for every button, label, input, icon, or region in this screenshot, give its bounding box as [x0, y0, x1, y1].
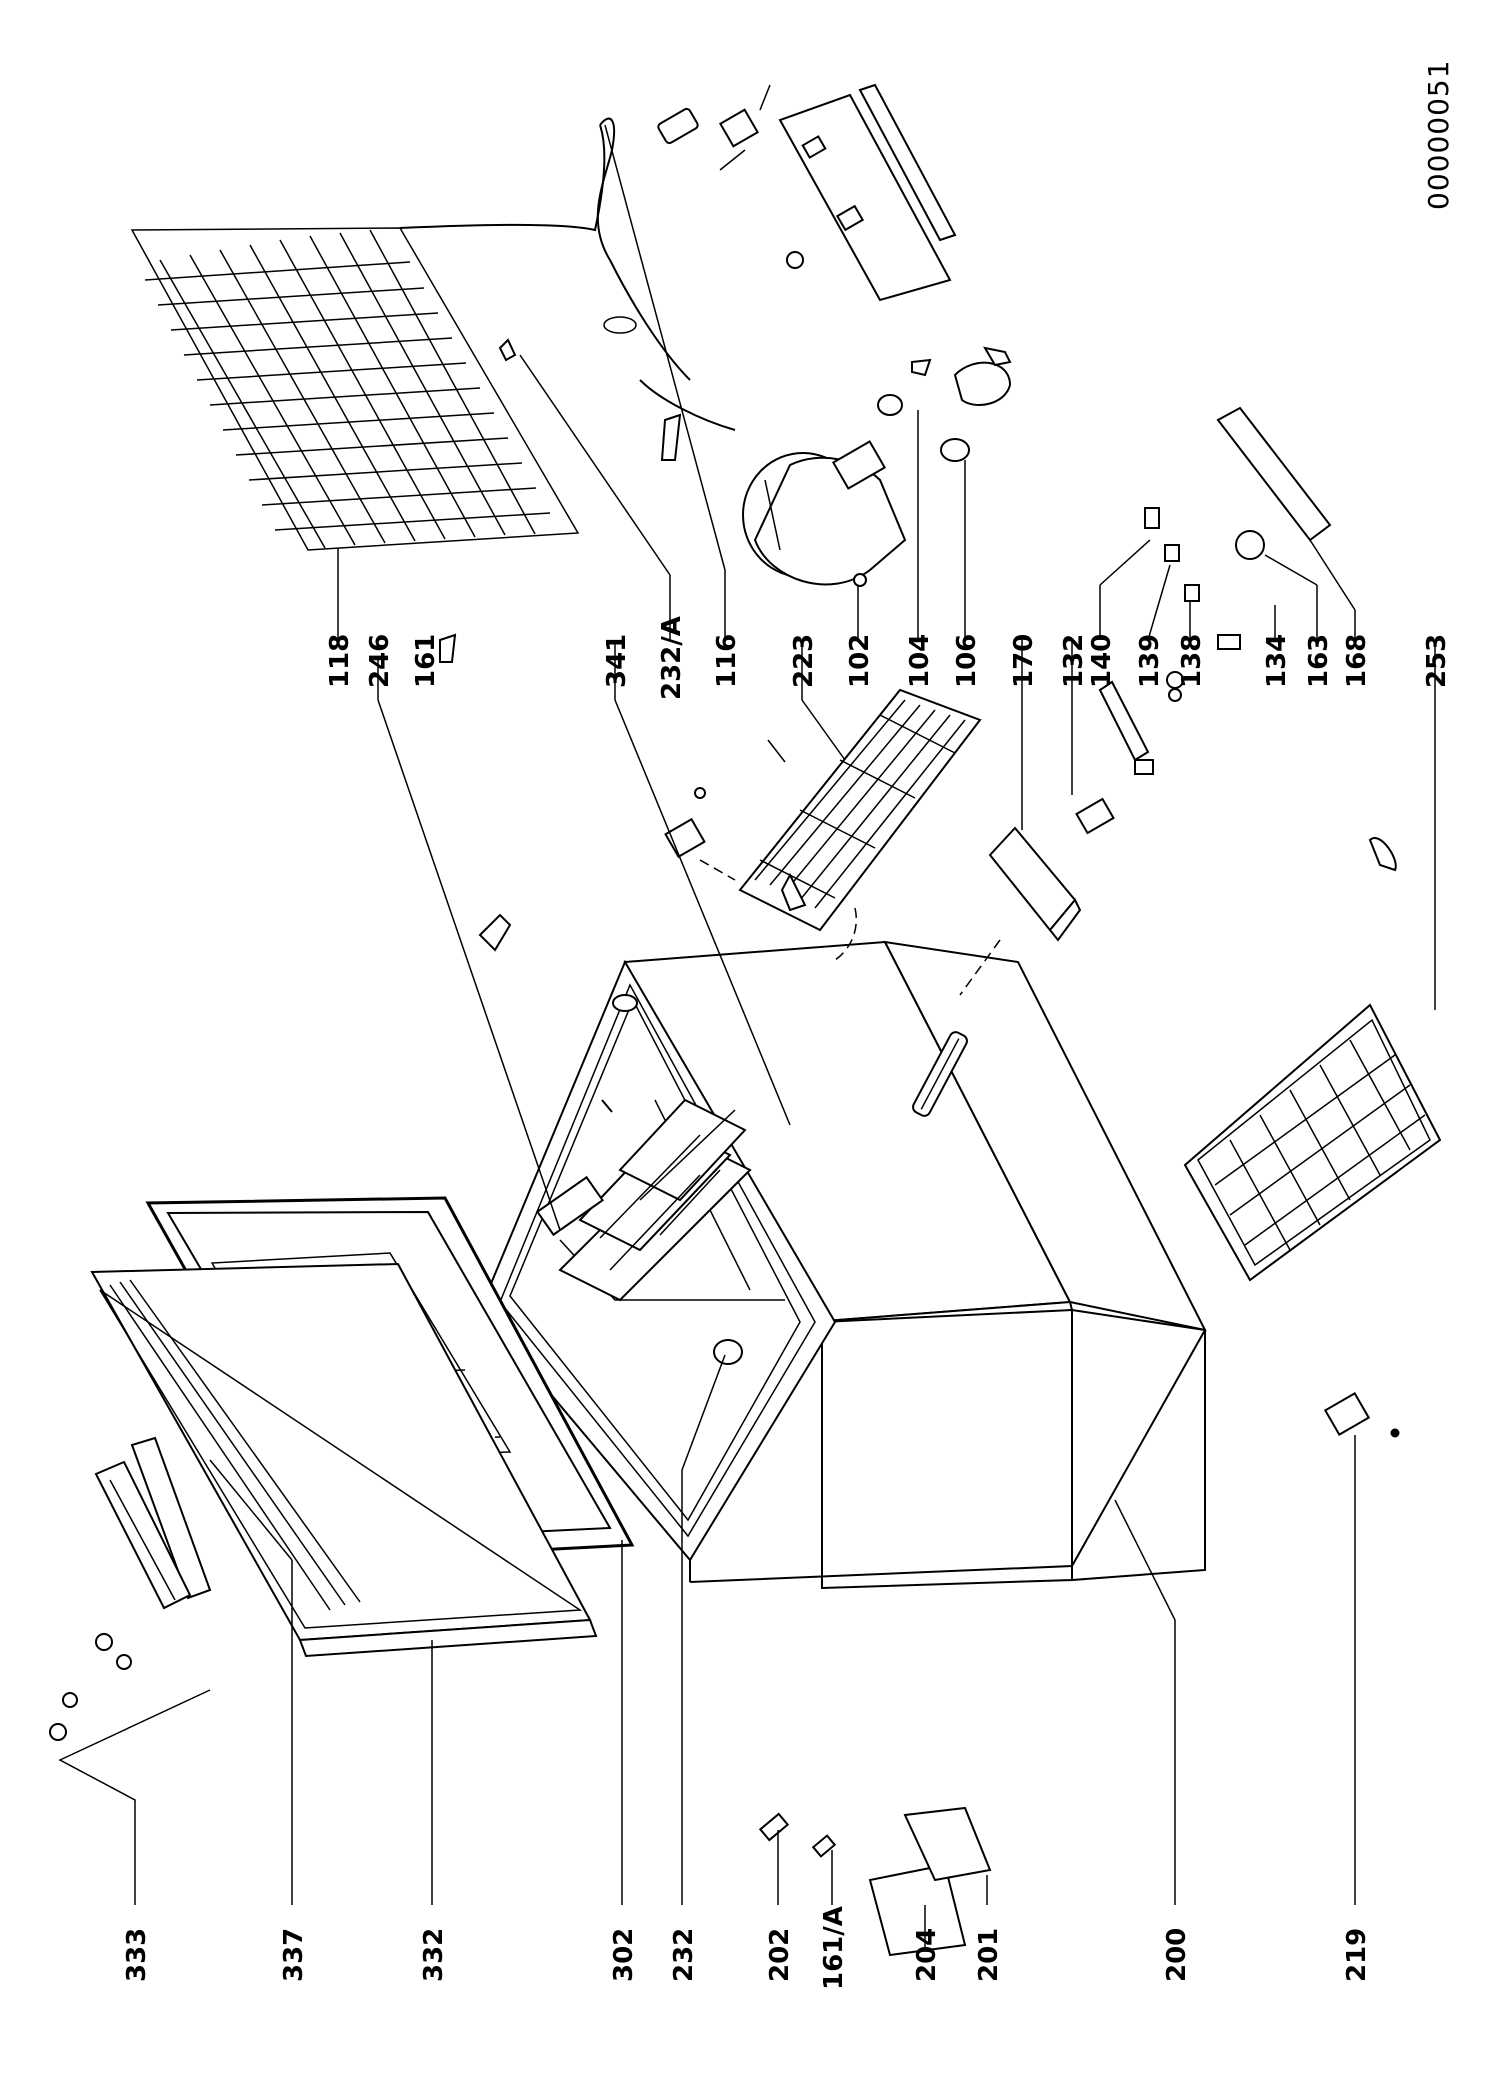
- label-118: 118: [325, 634, 355, 688]
- label-161a: 161/A: [819, 1906, 849, 1990]
- part-161a-clip: [811, 1834, 837, 1858]
- part-161: [439, 633, 457, 663]
- condenser-coil: [130, 124, 606, 551]
- part-202-clip: [758, 1812, 790, 1842]
- label-104: 104: [905, 634, 935, 688]
- label-253: 253: [1422, 634, 1452, 688]
- part-219-bracket: [1323, 1392, 1371, 1436]
- label-223: 223: [789, 634, 819, 688]
- hinge-part: [478, 913, 512, 952]
- filter-drier-pipe: [596, 117, 736, 431]
- electrical-mounting-plate: [657, 83, 957, 302]
- label-246: 246: [365, 634, 395, 688]
- label-232: 232: [669, 1928, 699, 1982]
- document-code: 00000051: [1422, 59, 1455, 210]
- label-302: 302: [609, 1928, 639, 1982]
- label-139: 139: [1135, 634, 1165, 688]
- label-140: 140: [1087, 634, 1117, 688]
- terminal-box: [959, 797, 1115, 996]
- thermostat-bracket: [1098, 507, 1200, 775]
- label-138: 138: [1177, 634, 1207, 688]
- inner-evaporator-block: [536, 1098, 752, 1302]
- wire-basket: [1183, 837, 1442, 1282]
- control-knob-163: [1235, 530, 1265, 560]
- label-341: 341: [602, 634, 632, 688]
- label-332: 332: [419, 1928, 449, 1982]
- lid-handle-strip: [130, 1436, 212, 1600]
- label-163: 163: [1304, 634, 1334, 688]
- part-139: [1164, 544, 1180, 562]
- cabinet-body: [478, 940, 1207, 1590]
- label-161: 161: [411, 634, 441, 688]
- label-134: 134: [1262, 634, 1292, 688]
- thermostat-knob: [713, 1339, 743, 1365]
- part-138: [1184, 584, 1200, 602]
- rear-wire-grille: [738, 688, 982, 961]
- label-333: 333: [122, 1928, 152, 1982]
- label-102: 102: [845, 634, 875, 688]
- relay-part-104: [877, 394, 903, 416]
- label-170: 170: [1009, 634, 1039, 688]
- label-132: 132: [1059, 634, 1089, 688]
- label-232a: 232/A: [657, 616, 687, 700]
- label-204: 204: [912, 1928, 942, 1982]
- leader-lines: [58, 124, 1436, 1950]
- label-219: 219: [1342, 1928, 1372, 1982]
- label-200: 200: [1162, 1928, 1192, 1982]
- label-168: 168: [1342, 634, 1372, 688]
- label-106: 106: [952, 634, 982, 688]
- label-202: 202: [765, 1928, 795, 1982]
- relay-part-106: [940, 438, 970, 462]
- compressor: [742, 440, 907, 587]
- part-134: [1217, 634, 1241, 650]
- label-201: 201: [974, 1928, 1004, 1982]
- part-204-cover: [868, 1863, 967, 1957]
- part-140: [1144, 507, 1160, 529]
- control-panel: [1216, 406, 1332, 650]
- lid-panel: [90, 1262, 598, 1658]
- label-116: 116: [712, 634, 742, 688]
- label-337: 337: [279, 1928, 309, 1982]
- compressor-cover: [953, 361, 1012, 406]
- lock-handle-assembly: [49, 1460, 192, 1741]
- part-201-thermostat: [903, 1806, 992, 1882]
